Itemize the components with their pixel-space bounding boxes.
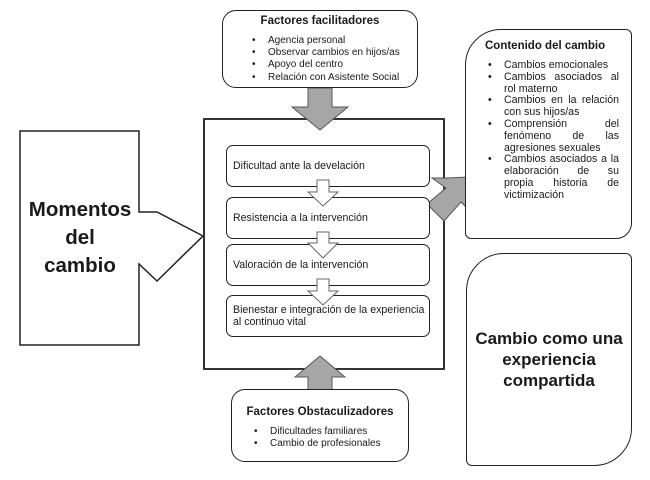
facilitadores-down-arrow[interactable] [290,87,350,131]
step-resistencia: Resistencia a la intervención [226,197,430,239]
list-item: Observar cambios en hijos/as [252,47,417,59]
list-item: Cambio de profesionales [254,438,408,450]
momentos-arrow-shape [19,130,205,346]
step-label: Valoración de la intervención [233,258,369,271]
obstaculizadores-list: Dificultades familiares Cambio de profes… [254,426,408,451]
list-item: Cambios emocionales [488,59,619,72]
obstaculizadores-title: Factores Obstaculizadores [246,406,394,418]
cambio-compartido-box: Cambio como una experiencia compartida [466,253,632,466]
factores-obstaculizadores-box: Factores Obstaculizadores Dificultades f… [231,389,409,462]
momentos-del-cambio-label: Momentos del cambio [10,196,150,280]
contenido-list: Cambios emocionales Cambios asociados al… [488,59,619,202]
list-item: Dificultades familiares [254,426,408,438]
list-item: Relación con Asistente Social [252,72,417,84]
step-label: Bienestar e integración de la experienci… [233,303,425,329]
momentos-line: del [65,226,95,249]
step-dificultad: Dificultad ante la develación [226,145,430,187]
list-item: Comprensión del fenómeno de las agresion… [488,118,619,154]
list-item: Cambios asociados a la elaboración de su… [488,153,619,201]
list-item: Cambios asociados al rol materno [488,71,619,96]
facilitadores-list: Agencia personal Observar cambios en hij… [252,35,417,84]
step-label: Resistencia a la intervención [233,211,368,224]
facilitadores-title: Factores facilitadores [260,15,380,27]
momentos-line: Momentos [28,198,132,221]
step-valoracion: Valoración de la intervención [226,244,430,286]
contenido-title: Contenido del cambio [485,40,606,52]
compartida-label: Cambio como una experiencia compartida [475,329,623,390]
list-item: Cambios en la relación con sus hijos/as [488,95,619,119]
step-bienestar: Bienestar e integración de la experienci… [226,295,430,337]
step-label: Dificultad ante la develación [233,159,365,172]
contenido-del-cambio-box: Contenido del cambio Cambios emocionales… [465,29,632,239]
list-item: Apoyo del centro [252,59,417,71]
momentos-line: cambio [44,254,116,277]
factores-facilitadores-box: Factores facilitadores Agencia personal … [222,10,418,88]
contenido-diagonal-arrow[interactable] [426,176,472,222]
list-item: Agencia personal [252,35,417,47]
